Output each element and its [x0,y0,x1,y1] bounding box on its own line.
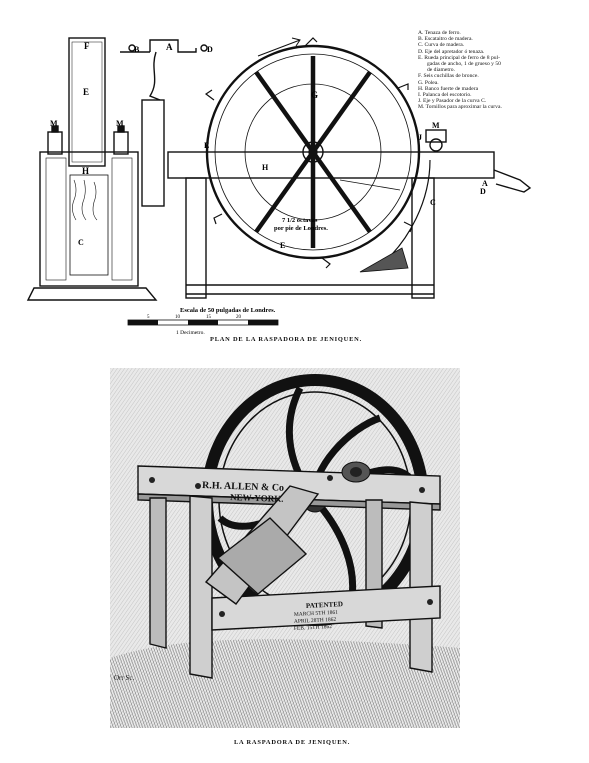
legend-item: E. Rueda principal de ferro de 8 pul- [418,54,501,61]
scale-tick-4: 20 [236,315,242,320]
left-housing [39,151,139,287]
legend-item: C. Curva de madera. [418,42,465,49]
wheel-note-1: 7 1/2 octavas [282,217,318,224]
legend-item: F. Seis cuchillas de bronce. [418,73,479,80]
right-handle [493,169,532,193]
engraving-illustration: R.H. ALLEN & Co NEW-YORK. PATENTED MARCH… [110,368,460,728]
label-a-top: A [166,42,173,52]
patent-line1: PATENTED [306,600,343,610]
legend-item: B. Escataitro de madera. [418,36,473,43]
middle-post [141,99,165,207]
label-a-right: A [482,179,488,188]
label-m-left2: M [116,119,124,128]
scale-title: Escala de 50 pulgadas de Londres. [180,307,276,314]
knife-blades [204,37,413,269]
engraver-signature: Orr Sc. [114,674,134,682]
curve-c [379,159,431,267]
legend-item: G. Polea. [418,79,439,86]
label-g: G [311,90,318,100]
label-m-right: M [432,121,440,130]
legend-item: de diametro. [427,67,455,74]
legend-item: gadas de ancho, 1 de grueso y 50 [427,61,501,68]
label-m-left: M [50,119,58,128]
maker-plate-line1: R.H. ALLEN & Co [202,480,284,494]
main-wheel [205,44,421,260]
lower-beam [211,585,441,631]
clamp-a [120,39,197,53]
scale-tick-3: 15 [206,315,212,320]
legend-item: A. Tenaza de ferro. [418,30,461,36]
legend-item: I. Palanca del escotorio. [418,92,472,99]
label-h-bench: H [262,163,269,172]
maker-plate-line2: NEW-YORK. [230,492,284,504]
legend: A. Tenaza de ferro. B. Escataitro de mad… [418,30,583,111]
label-e-mid: E [204,141,209,150]
technical-drawing: F E M M H C B A D G H E J M C A D E 7 1/… [26,37,532,336]
legend-item: D. Eje del apretador ó tenaza. [418,48,485,55]
axle-fitting [341,461,371,483]
label-d-right: D [480,187,486,196]
label-d-top: D [207,45,213,54]
top-caption: PLAN DE LA RASPADORA DE JENIQUEN. [210,336,362,343]
left-base [26,287,158,301]
label-j: J [418,133,422,142]
patent-line3: APRIL 28TH 1862 [294,617,337,625]
label-e-bottom: E [280,241,285,250]
scale-tick-1: 5 [147,315,150,320]
patent-line2: MARCH 5TH 1861 [294,610,339,618]
scale-bar [127,319,279,326]
label-c-right: C [430,198,436,207]
patent-line4: FEB. 15TH 1862 [294,624,333,632]
bottom-caption: LA RASPADORA DE JENIQUEN. [234,739,351,746]
label-b: B [134,45,140,54]
label-e-left: E [83,87,89,97]
tall-post [68,37,106,167]
legend-item: M. Tornillos para aproximar la curva. [418,104,502,111]
wheel-spokes [254,56,372,248]
label-c-left: C [78,238,84,247]
front-leg-left [189,495,213,679]
legend-item: H. Banco fuerte de madera [418,85,479,92]
scale-tick-2: 10 [175,315,181,320]
scale-sub: 1 Decimetro. [176,330,205,336]
ground [110,639,460,728]
label-h-left: H [82,166,89,176]
label-f: F [84,41,90,51]
wheel-note-2: por pie de Londres. [274,225,328,232]
legend-item: J. Eje y Pasador de la curva C. [418,98,487,105]
